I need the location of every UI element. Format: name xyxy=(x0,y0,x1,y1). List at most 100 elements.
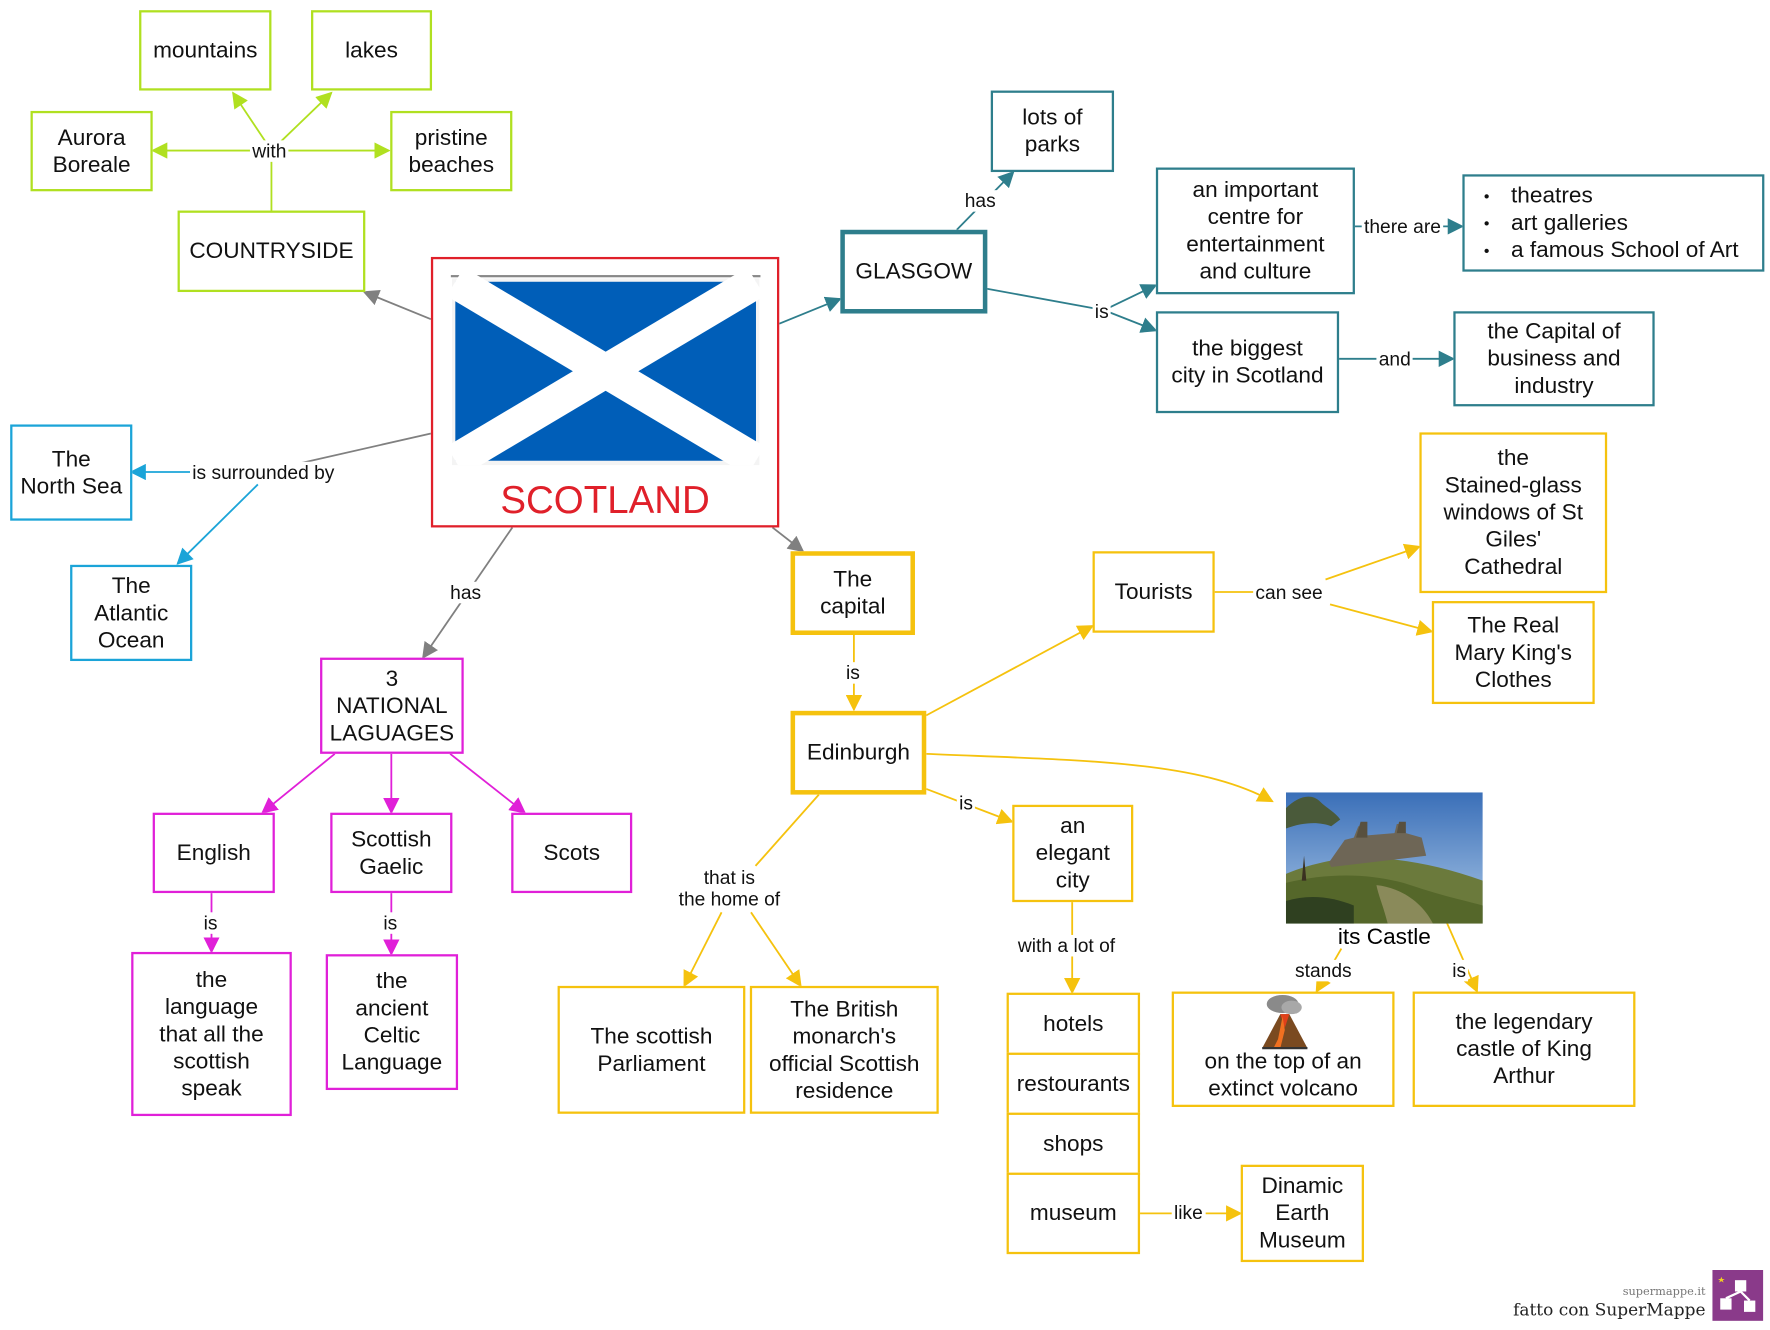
languages-line-1: 3 xyxy=(385,666,399,692)
stained-glass-line-3: windows of St xyxy=(1443,500,1584,526)
tourists-node[interactable]: Tourists xyxy=(1092,551,1215,633)
parliament-line-1: The scottish xyxy=(590,1023,713,1049)
north-sea-line-1: The xyxy=(51,446,91,472)
monarch-line-2: monarch's xyxy=(792,1023,897,1049)
edge-is-biggest xyxy=(1103,309,1158,333)
mary-king-node[interactable]: The Real Mary King's Clothes xyxy=(1431,601,1595,705)
business-line-2: business and xyxy=(1487,346,1621,372)
english-node[interactable]: English xyxy=(152,812,275,894)
parks-line-1: lots of xyxy=(1022,105,1083,131)
countryside-title: COUNTRYSIDE xyxy=(189,238,354,264)
english-desc-line-4: scottish xyxy=(173,1048,250,1074)
monarch-line-3: official Scottish xyxy=(769,1050,920,1076)
english-desc-line-1: the xyxy=(195,967,228,993)
english-desc-node[interactable]: the language that all the scottish speak xyxy=(131,951,292,1117)
museum-node[interactable]: museum xyxy=(1006,1172,1141,1255)
gaelic-node[interactable]: Scottish Gaelic xyxy=(330,812,453,894)
lakes-node[interactable]: lakes xyxy=(311,10,433,91)
parliament-node[interactable]: The scottish Parliament xyxy=(557,985,746,1114)
link-can-see: can see xyxy=(1253,581,1326,604)
footer-big: fatto con SuperMappe xyxy=(1513,1299,1706,1320)
link-like: like xyxy=(1171,1202,1206,1224)
link-with-a-lot-of: with a lot of xyxy=(1015,934,1118,957)
english-desc-line-3: that all the xyxy=(159,1021,264,1047)
gaelic-desc-line-4: Language xyxy=(341,1050,443,1076)
mountains-label: mountains xyxy=(153,37,258,63)
edge-edinburgh-castle xyxy=(926,752,1274,803)
elegant-city-node[interactable]: an elegant city xyxy=(1012,804,1134,903)
english-label: English xyxy=(176,840,251,866)
elegant-line-1: an xyxy=(1060,813,1086,839)
beaches-node[interactable]: pristine beaches xyxy=(390,110,513,192)
mary-king-line-2: Mary King's xyxy=(1454,640,1573,665)
castle-photo-icon xyxy=(1285,792,1483,924)
link-is-castle: is xyxy=(1449,959,1469,982)
dynamic-earth-node[interactable]: Dinamic Earth Museum xyxy=(1240,1164,1364,1263)
languages-node[interactable]: 3 NATIONAL LAGUAGES xyxy=(320,657,464,754)
atlantic-node[interactable]: The Atlantic Ocean xyxy=(70,564,193,662)
stained-glass-line-1: the xyxy=(1497,445,1530,471)
languages-line-3: LAGUAGES xyxy=(329,720,455,746)
scots-label: Scots xyxy=(543,840,601,866)
monarch-node[interactable]: The British monarch's official Scottish … xyxy=(749,985,939,1114)
features-node[interactable]: theatres art galleries a famous School o… xyxy=(1462,174,1765,272)
dynamic-earth-line-1: Dinamic xyxy=(1261,1173,1344,1199)
monarch-line-1: The British xyxy=(790,996,899,1022)
restaurants-label: restourants xyxy=(1016,1071,1130,1097)
scotland-node[interactable]: SCOTLAND xyxy=(430,256,780,528)
edinburgh-node[interactable]: Edinburgh xyxy=(790,710,927,795)
business-line-3: industry xyxy=(1514,373,1594,399)
entertainment-line-1: an important xyxy=(1192,177,1319,203)
edge-seas-atlantic xyxy=(176,483,259,565)
museum-label: museum xyxy=(1029,1200,1117,1226)
shops-node[interactable]: shops xyxy=(1006,1112,1141,1175)
parks-node[interactable]: lots of parks xyxy=(990,90,1115,173)
atlantic-line-1: The xyxy=(111,573,151,599)
countryside-node[interactable]: COUNTRYSIDE xyxy=(177,210,366,293)
english-desc-line-2: language xyxy=(164,994,259,1020)
gaelic-desc-node[interactable]: the ancient Celtic Language xyxy=(325,954,459,1091)
entertainment-node[interactable]: an important centre for entertainment an… xyxy=(1155,167,1355,295)
elegant-line-2: elegant xyxy=(1035,841,1110,866)
castle-node[interactable]: its Castle xyxy=(1285,792,1483,950)
mary-king-line-3: Clothes xyxy=(1474,667,1552,693)
north-sea-line-2: North Sea xyxy=(20,473,123,499)
arthur-line-1: the legendary xyxy=(1455,1009,1593,1035)
gaelic-line-1: Scottish xyxy=(351,826,432,852)
scots-node[interactable]: Scots xyxy=(511,812,633,894)
business-node[interactable]: the Capital of business and industry xyxy=(1453,311,1655,407)
north-sea-node[interactable]: The North Sea xyxy=(10,424,133,521)
biggest-city-node[interactable]: the biggest city in Scotland xyxy=(1155,311,1340,414)
features-list: theatres art galleries a famous School o… xyxy=(1468,182,1739,263)
supermappe-logo-icon[interactable] xyxy=(1712,1269,1764,1321)
mary-king-line-1: The Real xyxy=(1467,612,1560,638)
business-line-1: the Capital of xyxy=(1487,319,1621,345)
feature-item: theatres xyxy=(1484,182,1739,209)
aurora-line-2: Boreale xyxy=(52,152,131,178)
parks-line-2: parks xyxy=(1024,132,1081,158)
link-is-glasgow: is xyxy=(1092,301,1111,323)
volcano-node[interactable]: on the top of an extinct volcano xyxy=(1171,991,1395,1107)
entertainment-line-2: centre for xyxy=(1207,204,1304,230)
edge-cansee-maryking xyxy=(1329,603,1434,636)
restaurants-node[interactable]: restourants xyxy=(1006,1052,1141,1115)
atlantic-line-3: Ocean xyxy=(97,627,165,653)
monarch-line-4: residence xyxy=(795,1078,894,1104)
edge-cansee-stainedglass xyxy=(1325,543,1421,581)
stained-glass-node[interactable]: the Stained-glass windows of St Giles' C… xyxy=(1419,432,1608,594)
glasgow-node[interactable]: GLASGOW xyxy=(840,229,988,314)
link-home-line-1: that is xyxy=(703,867,756,889)
arthur-line-3: Arthur xyxy=(1493,1063,1555,1089)
link-is-english: is xyxy=(201,912,220,934)
arthur-node[interactable]: the legendary castle of King Arthur xyxy=(1412,991,1636,1107)
link-is-elegant: is xyxy=(956,792,976,814)
aurora-node[interactable]: Aurora Boreale xyxy=(30,110,153,192)
mountains-node[interactable]: mountains xyxy=(139,10,272,91)
scotland-flag-icon xyxy=(448,275,762,466)
stained-glass-line-5: Cathedral xyxy=(1464,554,1563,580)
capital-node[interactable]: The capital xyxy=(790,551,915,635)
edge-castle-arthur xyxy=(1443,916,1479,994)
capital-line-1: The xyxy=(833,567,873,592)
edge-edinburgh-tourists xyxy=(925,625,1094,717)
hotels-node[interactable]: hotels xyxy=(1006,992,1141,1055)
